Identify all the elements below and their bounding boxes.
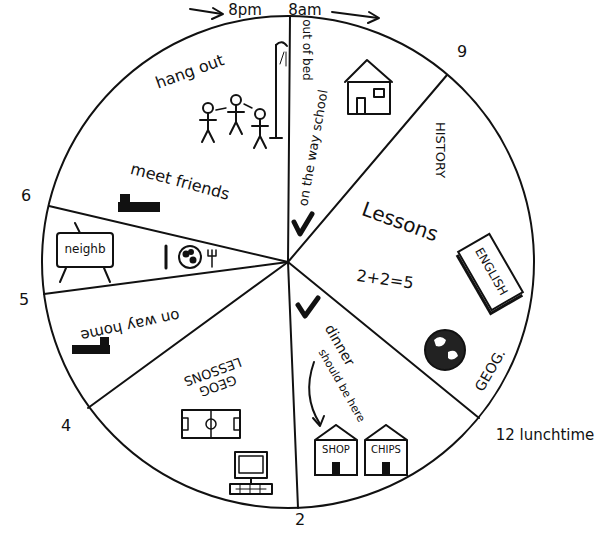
lamp-light bbox=[286, 52, 287, 66]
pitch-goal bbox=[234, 418, 240, 430]
node-text: SHOP bbox=[322, 444, 350, 456]
stick-figure-head bbox=[203, 103, 213, 113]
fork bbox=[208, 250, 216, 267]
tick-mark bbox=[294, 214, 312, 234]
house-shape bbox=[365, 425, 407, 475]
tick-mark bbox=[298, 298, 318, 316]
slice-divider bbox=[288, 75, 447, 262]
slice-divider bbox=[288, 16, 290, 262]
computer-keyboard bbox=[230, 484, 272, 494]
stick-figure bbox=[252, 119, 268, 148]
hour-number: 6 bbox=[21, 187, 31, 205]
activity-label: meet friends bbox=[128, 160, 231, 204]
hour-number: 9 bbox=[457, 43, 467, 61]
keyboard-keys bbox=[236, 484, 266, 494]
football-pitch bbox=[182, 410, 240, 438]
black-mark bbox=[72, 345, 110, 354]
dinner-plate bbox=[179, 246, 201, 268]
plate-food bbox=[189, 250, 193, 254]
book-icon: ENGLISH bbox=[456, 233, 523, 312]
pitch-goal bbox=[182, 418, 188, 430]
pitch-circle bbox=[206, 419, 216, 429]
house-shape bbox=[315, 425, 357, 475]
school-door bbox=[357, 98, 365, 114]
lamp-head bbox=[276, 42, 287, 46]
lamp-light bbox=[280, 52, 284, 64]
black-mark bbox=[118, 202, 160, 212]
house-door bbox=[332, 462, 340, 475]
globe-land bbox=[434, 337, 458, 360]
hour-label: 12 lunchtime bbox=[496, 427, 595, 444]
plate-food bbox=[191, 258, 196, 263]
computer-monitor bbox=[235, 452, 267, 478]
arrow-head bbox=[368, 12, 379, 23]
school-window bbox=[374, 89, 384, 97]
plate-food bbox=[184, 252, 189, 257]
node-text: ENGLISH bbox=[471, 246, 509, 299]
globe bbox=[425, 330, 465, 370]
time-label: 8am bbox=[288, 2, 321, 19]
activity-label: out of bed bbox=[299, 19, 313, 80]
slice-divider bbox=[288, 262, 298, 508]
knife bbox=[165, 246, 168, 268]
activity-label: on way home bbox=[79, 306, 181, 344]
computer-screen bbox=[239, 456, 263, 473]
shop-building: SHOP bbox=[314, 424, 358, 476]
activity-label: Lessons bbox=[359, 198, 441, 247]
hour-number: 5 bbox=[19, 291, 29, 309]
subject-label: GEOG. bbox=[472, 346, 509, 394]
stick-figure bbox=[200, 113, 216, 142]
arrow-head bbox=[212, 8, 223, 19]
node-text: CHIPS bbox=[371, 444, 401, 456]
stick-figure bbox=[228, 105, 244, 134]
lamppost bbox=[275, 45, 277, 138]
subject-label: HISTORY bbox=[433, 122, 448, 178]
house-door bbox=[382, 462, 390, 475]
hour-number: 4 bbox=[61, 417, 71, 435]
activity-label: GEOG LESSONS bbox=[181, 353, 249, 402]
school-roof bbox=[345, 60, 392, 82]
time-label: 8pm bbox=[228, 2, 262, 19]
activity-label: on the way school bbox=[296, 89, 331, 208]
clock-circle bbox=[42, 16, 534, 508]
school-building bbox=[348, 82, 390, 114]
pitch-line bbox=[210, 410, 212, 438]
hour-number: 2 bbox=[295, 511, 305, 529]
pointer-arrow bbox=[309, 362, 320, 424]
black-mark bbox=[120, 194, 130, 203]
sum-note: 2+2=5 bbox=[355, 267, 414, 293]
stick-figure-head bbox=[255, 109, 265, 119]
node-text: neighb bbox=[64, 243, 105, 257]
shop-building: CHIPS bbox=[364, 424, 408, 476]
tv-set: neighb bbox=[56, 232, 114, 268]
stick-figure-head bbox=[231, 95, 241, 105]
slice-divider bbox=[288, 262, 479, 418]
chat-lines bbox=[216, 104, 252, 110]
lamppost-base bbox=[270, 137, 282, 139]
arrow-head bbox=[313, 416, 324, 426]
tv-legs bbox=[60, 268, 110, 282]
activity-label: hang out bbox=[153, 51, 227, 93]
